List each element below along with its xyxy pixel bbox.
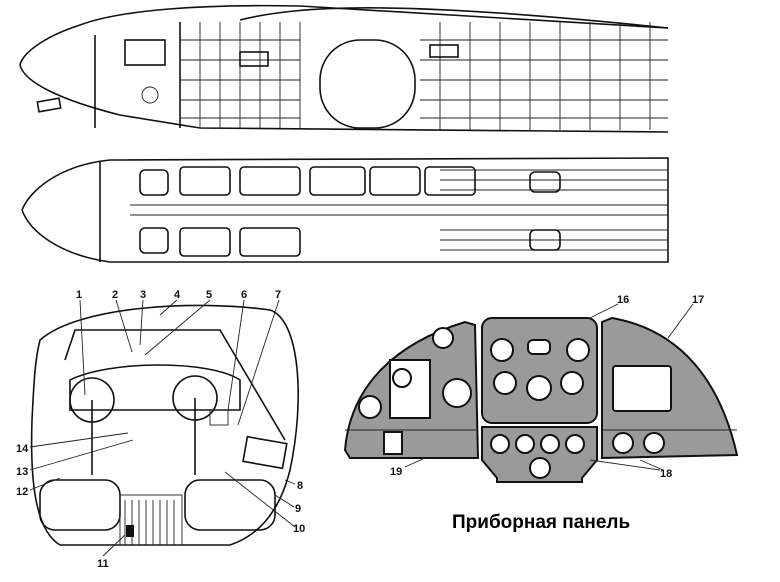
callout-4: 4 xyxy=(174,289,181,301)
callout-6: 6 xyxy=(241,289,247,301)
callout-12: 12 xyxy=(16,486,28,498)
callout-17: 17 xyxy=(692,294,704,306)
callout-8: 8 xyxy=(297,480,303,492)
fuselage-side-view xyxy=(19,4,669,133)
callout-18: 18 xyxy=(660,468,672,480)
panel-leader-lines xyxy=(404,303,694,471)
callout-1: 1 xyxy=(76,289,82,301)
callout-9: 9 xyxy=(295,503,301,515)
callout-3: 3 xyxy=(140,289,146,301)
panel-gauges xyxy=(358,327,672,479)
callout-11: 11 xyxy=(97,558,109,570)
panel-caption: Приборная панель xyxy=(452,512,630,533)
callout-7: 7 xyxy=(275,289,281,301)
callout-2: 2 xyxy=(112,289,118,301)
instrument-panel xyxy=(343,316,739,483)
fuselage-top-view xyxy=(21,157,669,263)
callout-5: 5 xyxy=(206,289,212,301)
callout-10: 10 xyxy=(293,523,305,535)
callout-19: 19 xyxy=(390,466,402,478)
cockpit-leader-lines xyxy=(29,299,296,557)
cockpit-callouts: 1 2 3 4 5 6 7 8 9 10 11 12 13 14 xyxy=(16,289,305,570)
callout-16: 16 xyxy=(617,294,629,306)
callout-14: 14 xyxy=(16,443,29,455)
cockpit-interior-view xyxy=(30,304,299,546)
callout-13: 13 xyxy=(16,466,28,478)
panel-callouts: 16 17 18 19 xyxy=(390,294,704,480)
